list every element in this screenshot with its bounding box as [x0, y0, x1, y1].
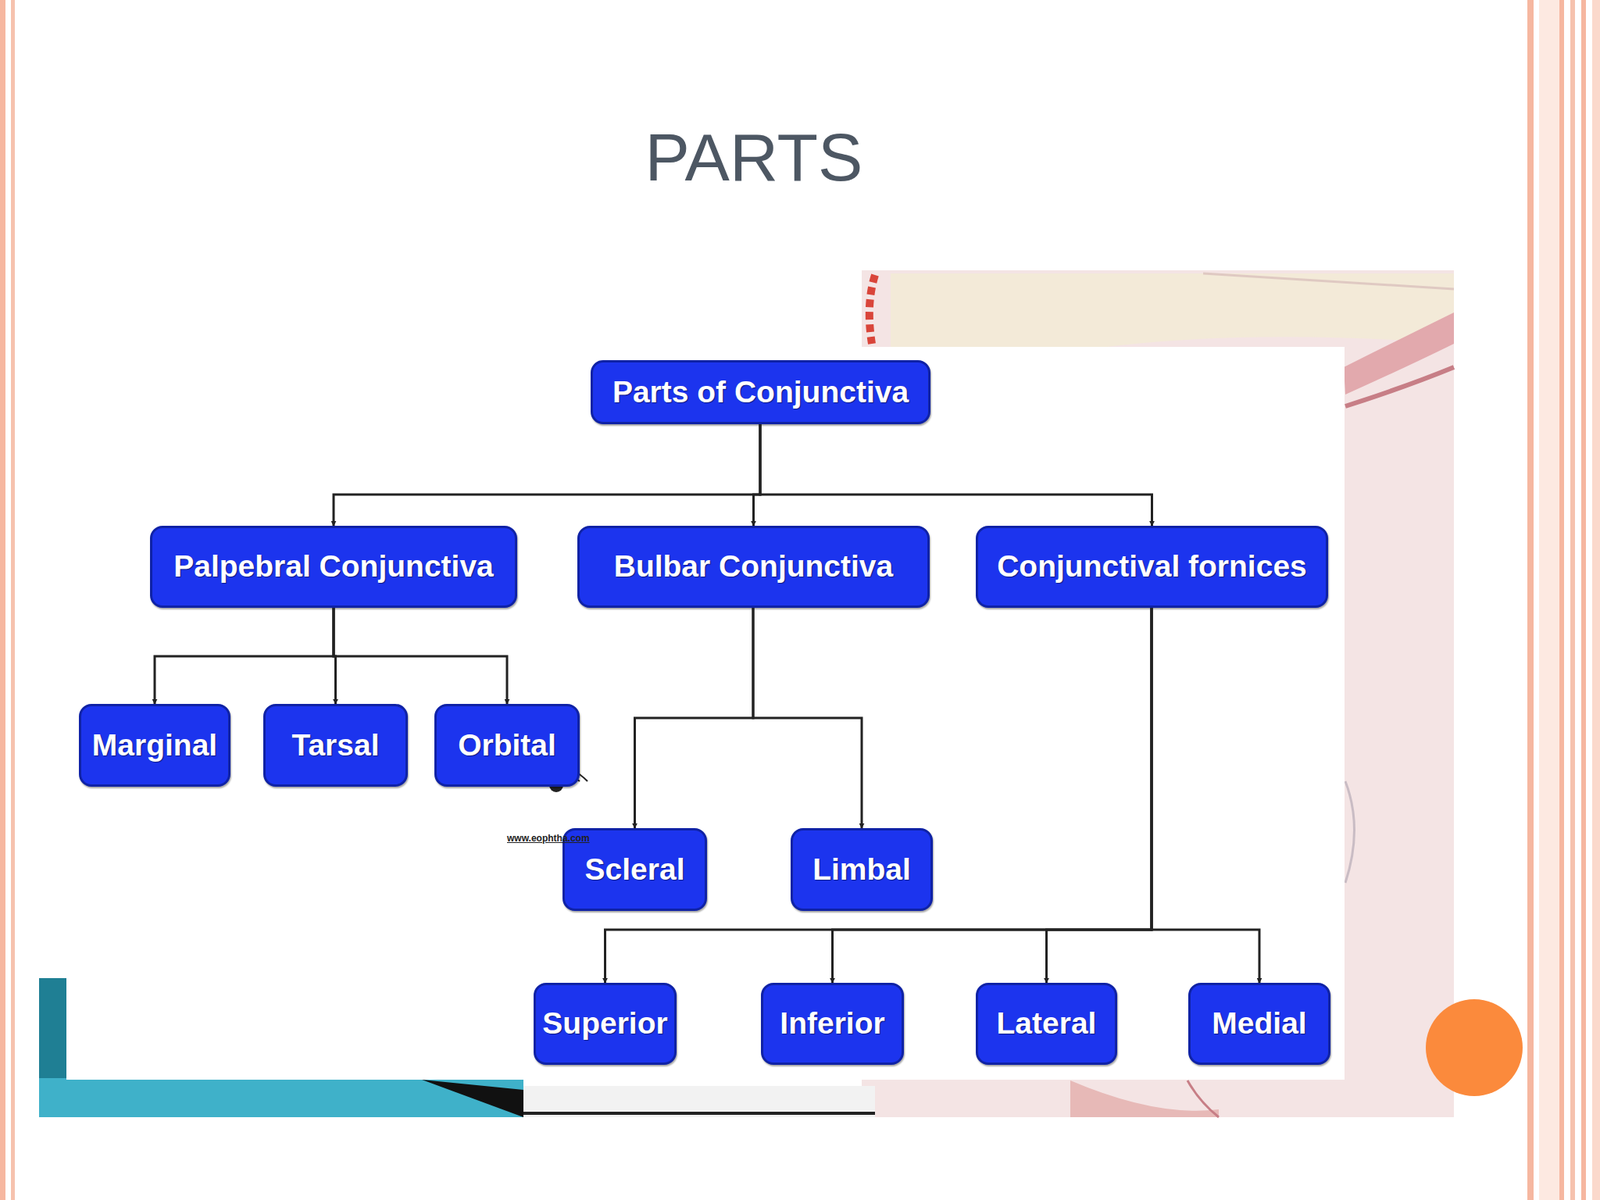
- slide-title: PARTS: [546, 118, 961, 197]
- eyeball-outline: [1345, 781, 1355, 883]
- eyelid-tissue: [890, 273, 1454, 349]
- tree-connector: [753, 424, 761, 526]
- tree-connector: [333, 607, 508, 704]
- chart-panel: [66, 346, 1345, 1080]
- box-label: Medial: [1207, 1007, 1311, 1041]
- image-strip: [523, 1085, 875, 1118]
- teal-shadow: [421, 1079, 524, 1118]
- tree-connector: [333, 424, 761, 526]
- tree-connector: [1151, 607, 1260, 983]
- tree-connector: [605, 607, 1153, 983]
- part-box: Orbital: [434, 703, 580, 787]
- tree-connector: [1046, 607, 1153, 983]
- part-box: Inferior: [760, 982, 904, 1065]
- box-label: Scleral: [580, 853, 690, 887]
- lower-lid-line: [1187, 1080, 1219, 1118]
- part-box: Superior: [533, 982, 677, 1065]
- box-label: Parts of Conjunctiva: [607, 375, 914, 410]
- border-stripe: [1527, 0, 1534, 1200]
- part-box: Medial: [1188, 982, 1331, 1065]
- border-stripe: [0, 0, 6, 1200]
- orange-dot: [1425, 999, 1523, 1097]
- part-box: Tarsal: [263, 703, 408, 787]
- border-stripe: [1559, 0, 1565, 1200]
- box-label: Inferior: [775, 1007, 890, 1041]
- border-stripe: [10, 0, 15, 1200]
- box-label: Marginal: [87, 728, 222, 763]
- border-stripe: [1592, 0, 1600, 1200]
- teal-highlight: [39, 1078, 524, 1118]
- muscle-band: [1345, 367, 1454, 407]
- lower-lid: [1070, 1080, 1219, 1118]
- box-label: Conjunctival fornices: [992, 550, 1312, 584]
- box-label: Bulbar Conjunctiva: [609, 550, 899, 584]
- muscle-band: [1343, 312, 1454, 395]
- tree-connector: [154, 607, 334, 704]
- part-box: Marginal: [78, 703, 231, 787]
- tissue-line: [1203, 273, 1454, 290]
- box-label: Orbital: [453, 728, 561, 763]
- box-label: Lateral: [992, 1007, 1102, 1041]
- box-label: Limbal: [807, 853, 916, 887]
- tree-connector: [333, 607, 336, 704]
- part-box: Lateral: [975, 982, 1118, 1065]
- border-stripe: [1539, 0, 1560, 1200]
- tree-connector: [753, 607, 862, 829]
- box-label: Tarsal: [286, 728, 384, 763]
- watermark: www.eophtha.com: [507, 832, 590, 844]
- tree-connector: [635, 607, 754, 829]
- image-strip-edge: [523, 1111, 875, 1115]
- part-box: Limbal: [790, 828, 933, 911]
- part-box: Bulbar Conjunctiva: [577, 525, 930, 608]
- part-box: Palpebral Conjunctiva: [150, 525, 518, 608]
- root-box: Parts of Conjunctiva: [590, 360, 931, 425]
- part-box: Conjunctival fornices: [975, 525, 1329, 608]
- border-stripe: [1581, 0, 1586, 1200]
- border-stripe: [1570, 0, 1575, 1200]
- tree-connector: [832, 607, 1153, 983]
- lash-row: [869, 275, 875, 344]
- box-label: Superior: [537, 1007, 672, 1041]
- box-label: Palpebral Conjunctiva: [168, 550, 499, 584]
- tree-connector: [760, 424, 1153, 526]
